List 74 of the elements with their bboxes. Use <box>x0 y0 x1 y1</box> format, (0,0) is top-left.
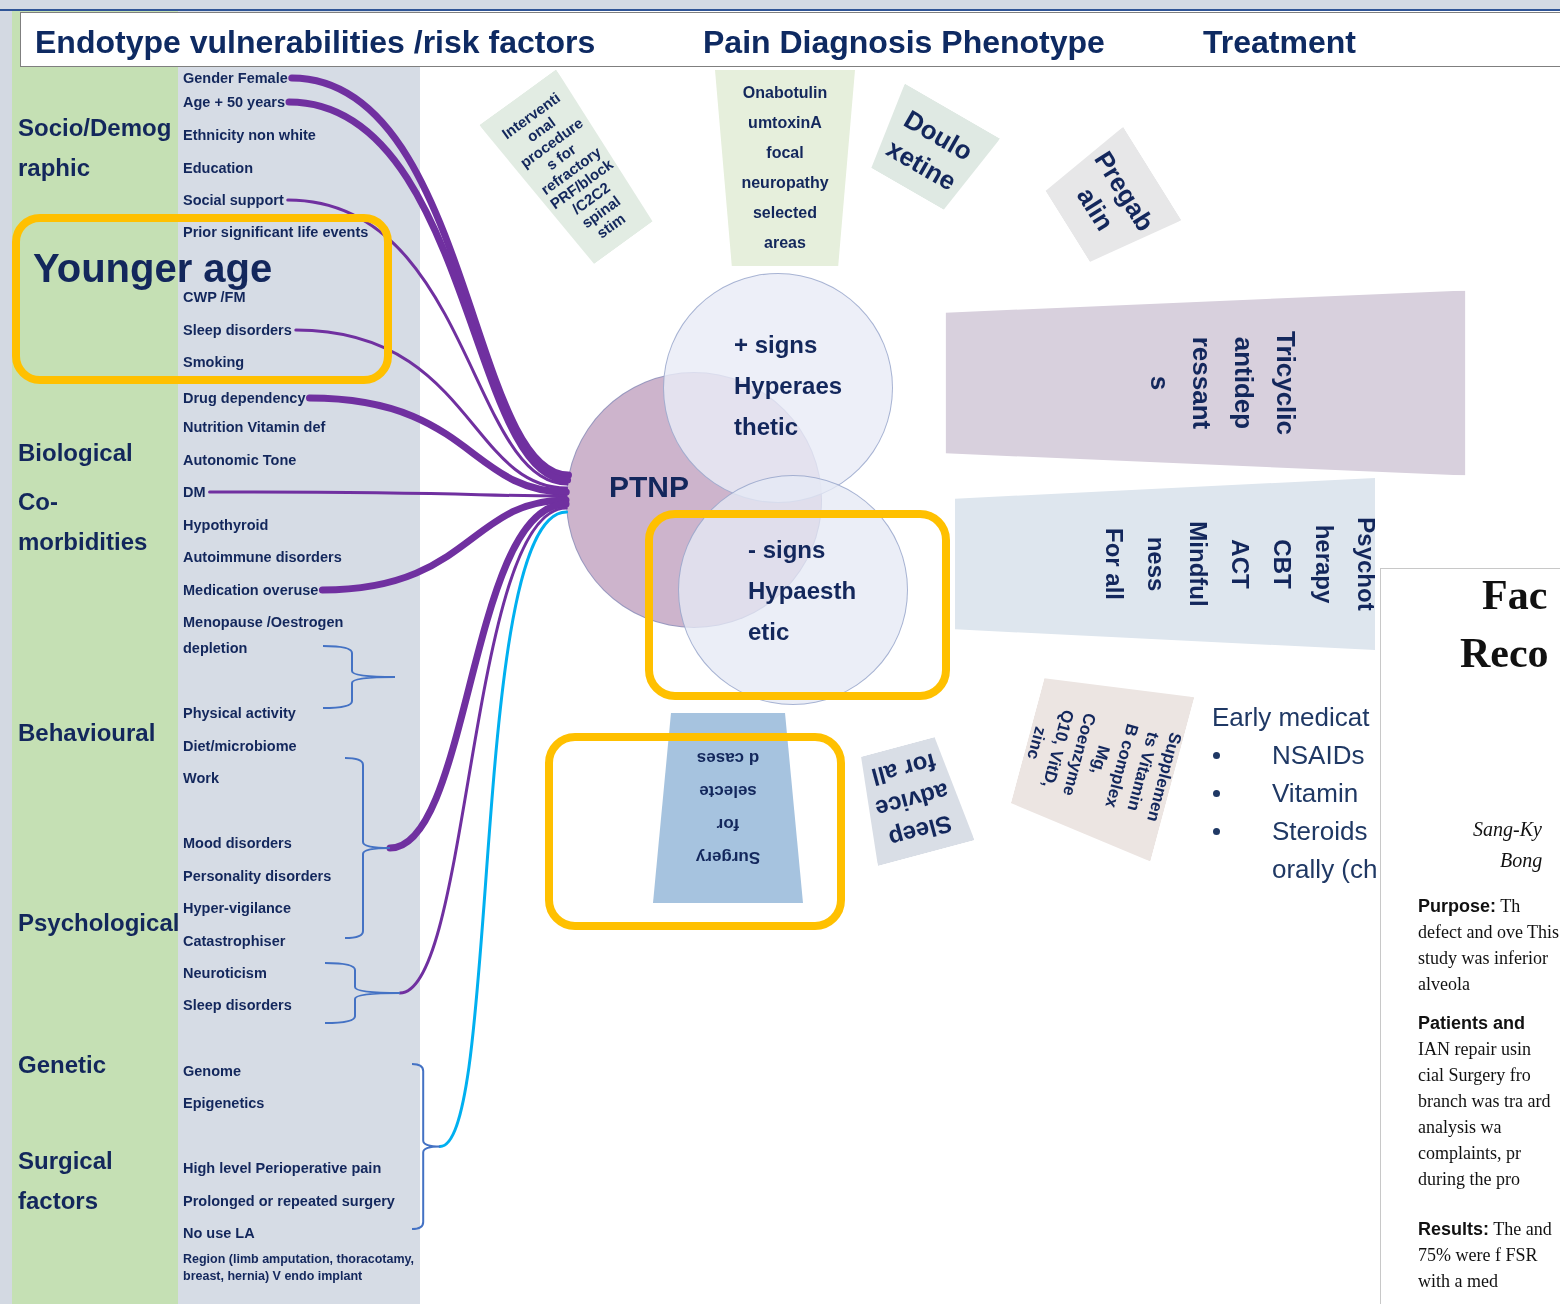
connector-curve <box>208 490 568 498</box>
factor-label: CWP /FM <box>183 289 246 307</box>
factor-label: Education <box>183 159 254 178</box>
category-label: Socio/Demog raphic <box>18 113 173 183</box>
category-label: Surgical factors <box>18 1146 114 1216</box>
curly-brace <box>412 1063 440 1230</box>
category-label: Biological <box>18 438 134 468</box>
list-item: NSAIDs <box>1272 739 1365 772</box>
column-heading: Pain Diagnosis Phenotype <box>703 23 1105 62</box>
factor-label: Catastrophiser <box>183 932 286 951</box>
connector-curve <box>386 500 570 852</box>
abstract-paragraph: Results: The and 75% were f FSR with a med <box>1418 1218 1553 1293</box>
curly-brace <box>345 757 390 939</box>
category-label: Behavioural <box>18 718 157 748</box>
article-title: Reco <box>1460 629 1549 678</box>
treatment-label: Onabotulin umtoxinA focal neuropathy selected areas <box>740 83 830 253</box>
factor-label: Autonomic Tone <box>183 451 297 470</box>
factor-label: Medication overuse <box>183 580 319 600</box>
factor-label: Hypothyroid <box>183 516 269 535</box>
factor-label: Sleep disorders <box>183 996 292 1015</box>
highlight-box <box>12 214 392 384</box>
author-name: Bong <box>1500 848 1543 874</box>
factor-label: Social support <box>183 190 284 210</box>
factor-label: Region (limb amputation, thoracotamy, breast, hernia) V endo implant <box>183 1251 416 1285</box>
factor-label: Work <box>183 769 219 788</box>
list-heading: Early medicat <box>1212 701 1370 734</box>
factor-label: Sleep disorders <box>183 320 292 340</box>
factor-label: Autoimmune disorders <box>183 548 342 567</box>
factor-label: Age + 50 years <box>183 92 285 112</box>
abstract-paragraph: Patients and IAN repair usin cial Surgery fro branch was tra ard analysis wa complaints, pr during the pro <box>1418 1012 1552 1191</box>
factor-label: Physical activity <box>183 704 296 723</box>
box-heading: Younger age <box>33 245 273 291</box>
column-heading: Treatment <box>1203 23 1356 62</box>
connector-curve <box>398 506 568 995</box>
curly-brace <box>325 962 400 1024</box>
abstract-paragraph: Purpose: Th defect and ove This study was inferior alveola <box>1418 895 1560 996</box>
connector-curve <box>294 328 569 490</box>
factor-label: Menopause /Oestrogen depletion <box>183 613 345 658</box>
factor-label: Mood disorders <box>183 834 292 853</box>
factor-label: Hyper-vigilance <box>183 899 291 918</box>
factor-label: Nutrition Vitamin def <box>183 418 326 437</box>
factor-label: No use LA <box>183 1224 255 1243</box>
list-item: Vitamin <box>1272 777 1359 810</box>
factor-label: Diet/microbiome <box>183 737 297 756</box>
connector-curve <box>286 198 569 486</box>
factor-label: High level Perioperative pain <box>183 1159 382 1178</box>
circle-label: - signs Hypaesth etic <box>748 535 858 647</box>
list-item: Steroids orally (ch <box>1272 815 1379 886</box>
factor-label: Genome <box>183 1062 241 1081</box>
treatment-label: Psychot herapy CBT ACT Mindful ness For all <box>1100 516 1381 612</box>
factor-label: Epigenetics <box>183 1094 265 1113</box>
treatment-label: Tricyclic antidep ressant s <box>1143 329 1301 437</box>
treatment-label: Surgery for selecte d cases <box>694 748 762 869</box>
circle-label: PTNP <box>609 469 689 505</box>
treatment-label: Sleep advice for all <box>867 747 956 855</box>
factor-label: Neuroticism <box>183 964 267 983</box>
factor-label: Drug dependency <box>183 388 306 408</box>
category-label: Psychological <box>18 908 181 938</box>
category-label: Co- morbidities <box>18 487 149 557</box>
article-title: Fac <box>1482 571 1548 620</box>
factor-label: Ethnicity non white <box>183 126 316 145</box>
factor-label: Smoking <box>183 353 245 372</box>
connector-curve <box>318 496 570 594</box>
factor-label: Prolonged or repeated surgery <box>183 1192 395 1211</box>
connector-curve <box>438 510 569 1148</box>
factor-label: Gender Female <box>183 68 288 88</box>
author-name: Sang-Ky <box>1473 817 1542 843</box>
circle-label: + signs Hyperaes thetic <box>734 330 844 442</box>
column-heading: Endotype vulnerabilities /risk factors <box>35 23 596 62</box>
connector-curve <box>305 394 570 496</box>
category-label: Genetic <box>18 1050 108 1080</box>
factor-label: DM <box>183 482 206 502</box>
factor-label: Prior significant life events <box>183 223 369 242</box>
factor-label: Personality disorders <box>183 867 332 886</box>
